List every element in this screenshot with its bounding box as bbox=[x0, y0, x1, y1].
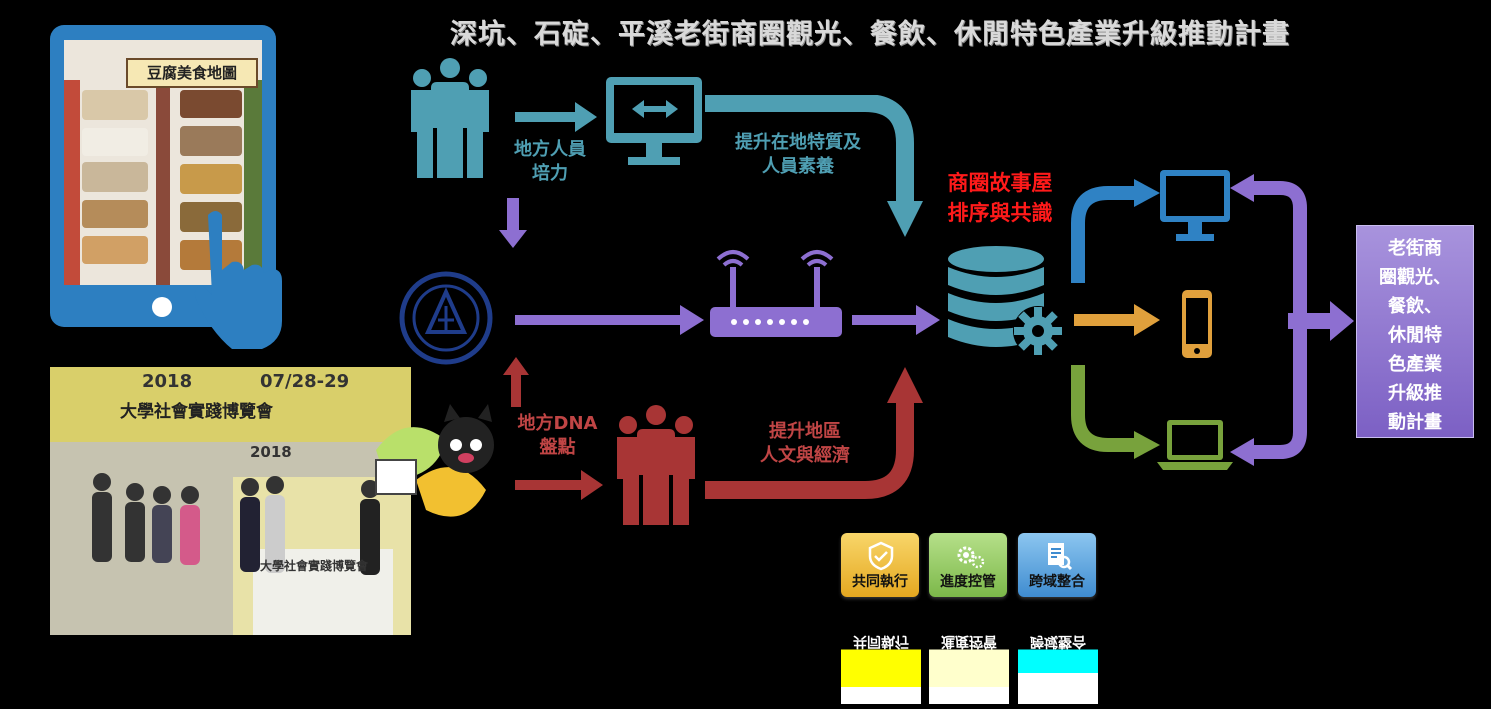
expo-photo-scene bbox=[50, 367, 411, 635]
photo-year-2: 2018 bbox=[250, 443, 292, 461]
food-map-illustration bbox=[64, 40, 262, 285]
label-improve-region: 提升地區 人文與經濟 bbox=[740, 420, 870, 468]
diagram-title: 深坑、石碇、平溪老街商圈觀光、餐飲、休閒特色產業升級推動計畫 bbox=[450, 19, 1290, 50]
photo-event-title: 大學社會實踐博覽會 bbox=[120, 402, 273, 422]
tile-progress-control: 進度控管 bbox=[929, 533, 1007, 597]
university-seal-icon bbox=[399, 271, 493, 365]
reflection-label: 進度控管 bbox=[941, 634, 997, 650]
food-map-title: 豆腐美食地圖 bbox=[126, 58, 258, 88]
label-improve-quality: 提升在地特質及 人員素養 bbox=[718, 131, 878, 179]
arrow-down-purple bbox=[499, 198, 527, 248]
laptop-icon bbox=[1157, 420, 1233, 470]
mascot-illustration bbox=[375, 404, 494, 517]
staff-people-icon bbox=[411, 58, 489, 178]
tile-label: 跨域整合 bbox=[1029, 573, 1085, 589]
label-story-house: 商圈故事屋 排序與共識 bbox=[925, 168, 1075, 228]
arrow-staff-to-monitor bbox=[515, 102, 597, 132]
arrow-up-red bbox=[503, 357, 529, 407]
label-staff-line1: 地方人員 bbox=[514, 139, 586, 160]
tile-label: 共同執行 bbox=[852, 573, 908, 589]
arrow-dna-to-people bbox=[515, 470, 603, 500]
photo-year: 2018 bbox=[142, 371, 193, 392]
gears-icon bbox=[957, 546, 985, 569]
photo-date: 07/28-29 bbox=[260, 371, 350, 392]
arrow-router-to-database bbox=[852, 305, 940, 335]
label-region-line2: 人文與經濟 bbox=[760, 445, 850, 466]
document-search-icon bbox=[1048, 543, 1073, 571]
expo-photo: 2018 07/28-29 大學社會實踐博覽會 2018 大學社會實踐博覽會 bbox=[50, 367, 411, 635]
outcome-line: 升級推 bbox=[1388, 383, 1442, 404]
tablet-home-button bbox=[152, 297, 172, 317]
tile-cross-integration: 跨域整合 bbox=[1018, 533, 1096, 597]
shield-check-icon bbox=[868, 541, 894, 571]
tile-label: 進度控管 bbox=[940, 573, 996, 589]
reflection-label: 共同執行 bbox=[853, 634, 909, 650]
arrow-seal-to-router bbox=[515, 305, 704, 335]
label-story-line1: 商圈故事屋 bbox=[947, 171, 1053, 195]
smartphone-icon bbox=[1182, 290, 1212, 358]
arrow-people-to-database bbox=[705, 367, 923, 499]
tile-reflection-joint: 共同執行 bbox=[841, 626, 921, 704]
outcome-line: 色產業 bbox=[1388, 354, 1442, 375]
label-region-line1: 提升地區 bbox=[769, 421, 841, 442]
hand-pointer-icon bbox=[194, 211, 282, 349]
outcome-line: 老街商 bbox=[1388, 238, 1442, 259]
arrow-monitor-to-database bbox=[705, 95, 923, 237]
monitor-transfer-icon bbox=[606, 77, 702, 165]
label-quality-line1: 提升在地特質及 bbox=[735, 132, 861, 153]
arrow-database-to-phone bbox=[1074, 304, 1160, 336]
label-story-line2: 排序與共識 bbox=[947, 201, 1053, 225]
outcome-line: 動計畫 bbox=[1388, 412, 1442, 433]
arrow-database-to-desktop bbox=[1071, 179, 1160, 283]
purple-feedback-loop bbox=[1230, 174, 1354, 466]
label-local-dna: 地方DNA 盤點 bbox=[505, 412, 610, 460]
label-quality-line2: 人員素養 bbox=[762, 156, 834, 177]
label-dna-line1: 地方DNA bbox=[517, 413, 598, 434]
outcome-line: 圈觀光、 bbox=[1379, 267, 1451, 288]
outcome-line: 休閒特 bbox=[1388, 325, 1442, 346]
outcome-line: 餐飲、 bbox=[1388, 296, 1442, 317]
podium-text: 大學社會實踐博覽會 bbox=[260, 559, 369, 573]
tile-reflection-progress: 進度控管 bbox=[929, 626, 1009, 704]
label-staff-line2: 培力 bbox=[532, 163, 568, 184]
tile-joint-execution: 共同執行 bbox=[841, 533, 919, 597]
label-dna-line2: 盤點 bbox=[539, 437, 576, 458]
tile-reflection-cross: 跨域整合 bbox=[1018, 626, 1098, 704]
database-gear-icon bbox=[948, 246, 1063, 356]
desktop-icon bbox=[1160, 170, 1230, 241]
local-people-icon bbox=[617, 405, 695, 525]
outcome-box: 老街商 圈觀光、 餐飲、 休閒特 色產業 升級推 動計畫 bbox=[1356, 225, 1474, 438]
arrow-database-to-laptop bbox=[1071, 365, 1160, 459]
router-icon bbox=[710, 250, 842, 337]
reflection-label: 跨域整合 bbox=[1030, 634, 1086, 650]
label-staff-training: 地方人員 培力 bbox=[500, 138, 600, 186]
